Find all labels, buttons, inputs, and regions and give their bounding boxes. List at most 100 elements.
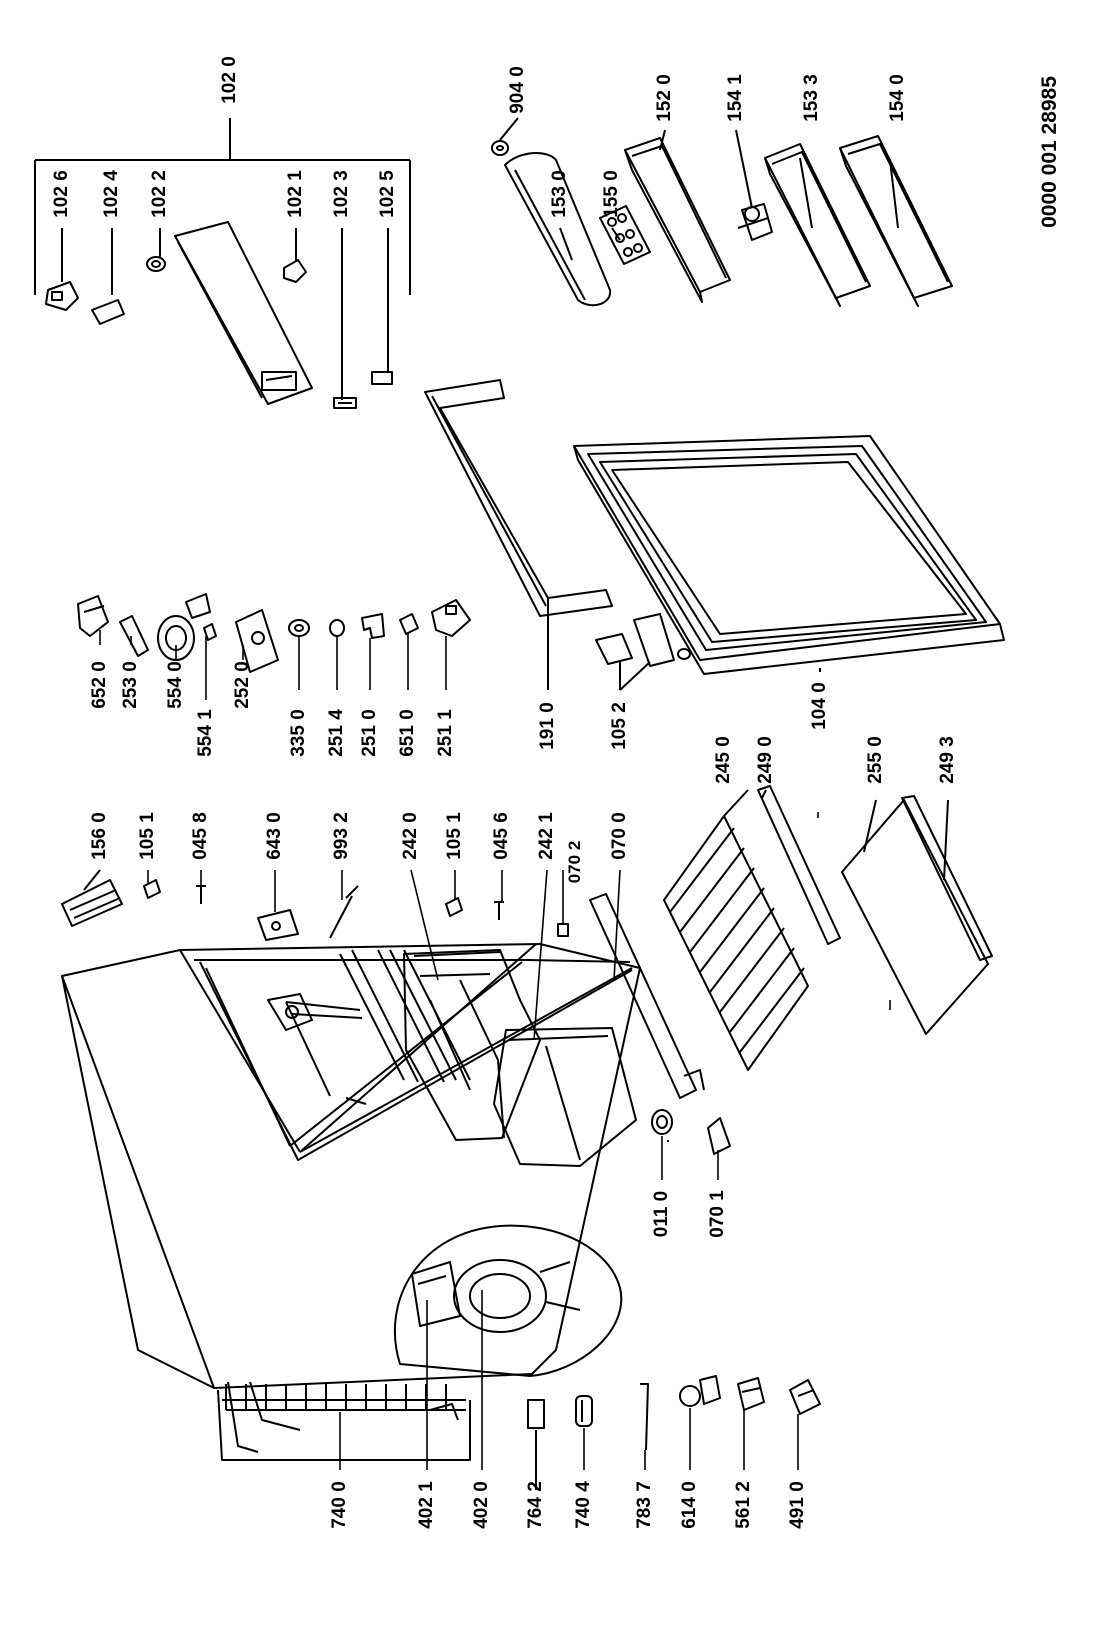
label-554-1: 554 1 <box>195 709 216 757</box>
part-651-0-shape <box>399 613 419 635</box>
label-554-0: 554 0 <box>165 661 186 709</box>
label-154-0: 154 0 <box>887 74 908 122</box>
part-153-3-door-shelf <box>764 143 871 307</box>
part-251-4-shape <box>329 619 345 637</box>
label-740-4: 740 4 <box>573 1481 594 1529</box>
part-070-2-shape <box>557 923 569 937</box>
label-783-7: 783 7 <box>634 1481 655 1529</box>
part-251-1-shape <box>431 599 471 637</box>
label-102-1: 102 1 <box>285 170 306 218</box>
part-154-1-bracket <box>737 203 773 241</box>
part-045-8-screw <box>196 885 206 904</box>
cabinet-body <box>61 943 641 1389</box>
label-011-0: 011 0 <box>651 1190 672 1238</box>
label-651-0: 651 0 <box>397 709 418 757</box>
label-253-0: 253 0 <box>120 661 141 709</box>
label-764-2: 764 2 <box>525 1481 546 1529</box>
label-156-0: 156 0 <box>89 812 110 860</box>
part-070-1-shape <box>707 1117 731 1155</box>
part-155-0-egg-tray <box>599 205 651 265</box>
label-249-3: 249 3 <box>937 736 958 784</box>
part-102-3-shape <box>333 397 357 409</box>
label-102-3: 102 3 <box>331 170 352 218</box>
part-102-1-shape <box>283 259 307 283</box>
cabinet-thermostat-housing <box>267 993 313 1031</box>
label-102-2: 102 2 <box>149 170 170 218</box>
label-102-4: 102 4 <box>101 170 122 218</box>
label-105-1-b: 105 1 <box>444 812 465 860</box>
part-105-1-a-shape <box>143 879 161 899</box>
label-070-0: 070 0 <box>609 812 630 860</box>
label-105-1-a: 105 1 <box>137 812 158 860</box>
label-561-2: 561 2 <box>733 1481 754 1529</box>
part-554-0-shape <box>157 593 211 661</box>
part-156-0-ice-tray <box>61 879 123 927</box>
label-155-0: 155 0 <box>601 170 622 218</box>
part-993-2-shape <box>329 885 359 939</box>
part-153-0-cover <box>504 152 612 307</box>
part-335-0-shape <box>288 619 310 637</box>
label-251-1: 251 1 <box>435 709 456 757</box>
label-070-1: 070 1 <box>707 1190 728 1238</box>
label-255-0: 255 0 <box>865 736 886 784</box>
part-491-0-shape <box>789 1379 821 1415</box>
part-251-0-shape <box>361 613 385 639</box>
label-335-0: 335 0 <box>288 709 309 757</box>
label-402-1: 402 1 <box>416 1481 437 1529</box>
label-242-1: 242 1 <box>536 812 557 860</box>
label-402-0: 402 0 <box>471 1481 492 1529</box>
leader-lines <box>99 630 891 1470</box>
label-491-0: 491 0 <box>787 1481 808 1529</box>
label-154-1: 154 1 <box>725 74 746 122</box>
label-070-2-visible: 070 2 <box>565 840 584 884</box>
part-045-6-screw <box>494 901 504 920</box>
label-245-0: 245 0 <box>713 736 734 784</box>
door-seal-191-0 <box>424 379 613 617</box>
label-045-8: 045 8 <box>190 812 211 860</box>
label-153-0: 153 0 <box>549 170 570 218</box>
part-652-0-shape <box>77 595 109 637</box>
part-011-0-foot <box>651 1109 673 1135</box>
part-154-0-door-shelf <box>839 135 953 307</box>
condenser-coil <box>225 1384 447 1410</box>
part-252-0-shape <box>235 609 279 673</box>
label-104-0: 104 0 <box>809 682 830 730</box>
part-105-2-hinge <box>595 613 675 667</box>
part-904-0-shape <box>491 140 509 156</box>
compressor-cutaway <box>393 1224 623 1377</box>
label-740-0: 740 0 <box>329 1481 350 1529</box>
label-993-2: 993 2 <box>331 812 352 860</box>
label-614-0: 614 0 <box>679 1481 700 1529</box>
part-152-0-door-shelf <box>624 137 731 303</box>
label-102-0: 102 0 <box>219 56 240 104</box>
crisper-drawers <box>403 949 637 1167</box>
part-643-0-shape <box>257 909 299 941</box>
bracket-102-group <box>34 118 411 295</box>
part-783-7-shape <box>640 1383 649 1451</box>
document-number: 0000 001 28985 <box>1038 76 1061 228</box>
label-153-3: 153 3 <box>801 74 822 122</box>
label-242-0: 242 0 <box>400 812 421 860</box>
part-245-0-wire-shelf <box>663 815 809 1071</box>
part-253-0-shape <box>119 615 149 657</box>
part-105-1-b-shape <box>445 897 463 917</box>
label-102-5: 102 5 <box>377 170 398 218</box>
label-652-0: 652 0 <box>89 661 110 709</box>
label-251-0: 251 0 <box>359 709 380 757</box>
part-249-3-strip <box>901 795 993 961</box>
door-104-0 <box>573 435 1005 675</box>
cabinet-feet <box>217 1381 471 1461</box>
label-045-6: 045 6 <box>491 812 512 860</box>
part-102-6-shape <box>45 281 79 311</box>
label-105-2: 105 2 <box>609 702 630 750</box>
label-904-0: 904 0 <box>507 66 528 114</box>
label-102-6: 102 6 <box>51 170 72 218</box>
part-102-handle-panel <box>174 221 313 405</box>
part-102-2-shape <box>146 256 166 272</box>
part-249-0-strip <box>757 785 841 945</box>
label-249-0: 249 0 <box>755 736 776 784</box>
part-255-0-glass-shelf <box>841 799 989 1035</box>
label-191-0: 191 0 <box>537 702 558 750</box>
part-102-5-shape <box>371 371 393 385</box>
